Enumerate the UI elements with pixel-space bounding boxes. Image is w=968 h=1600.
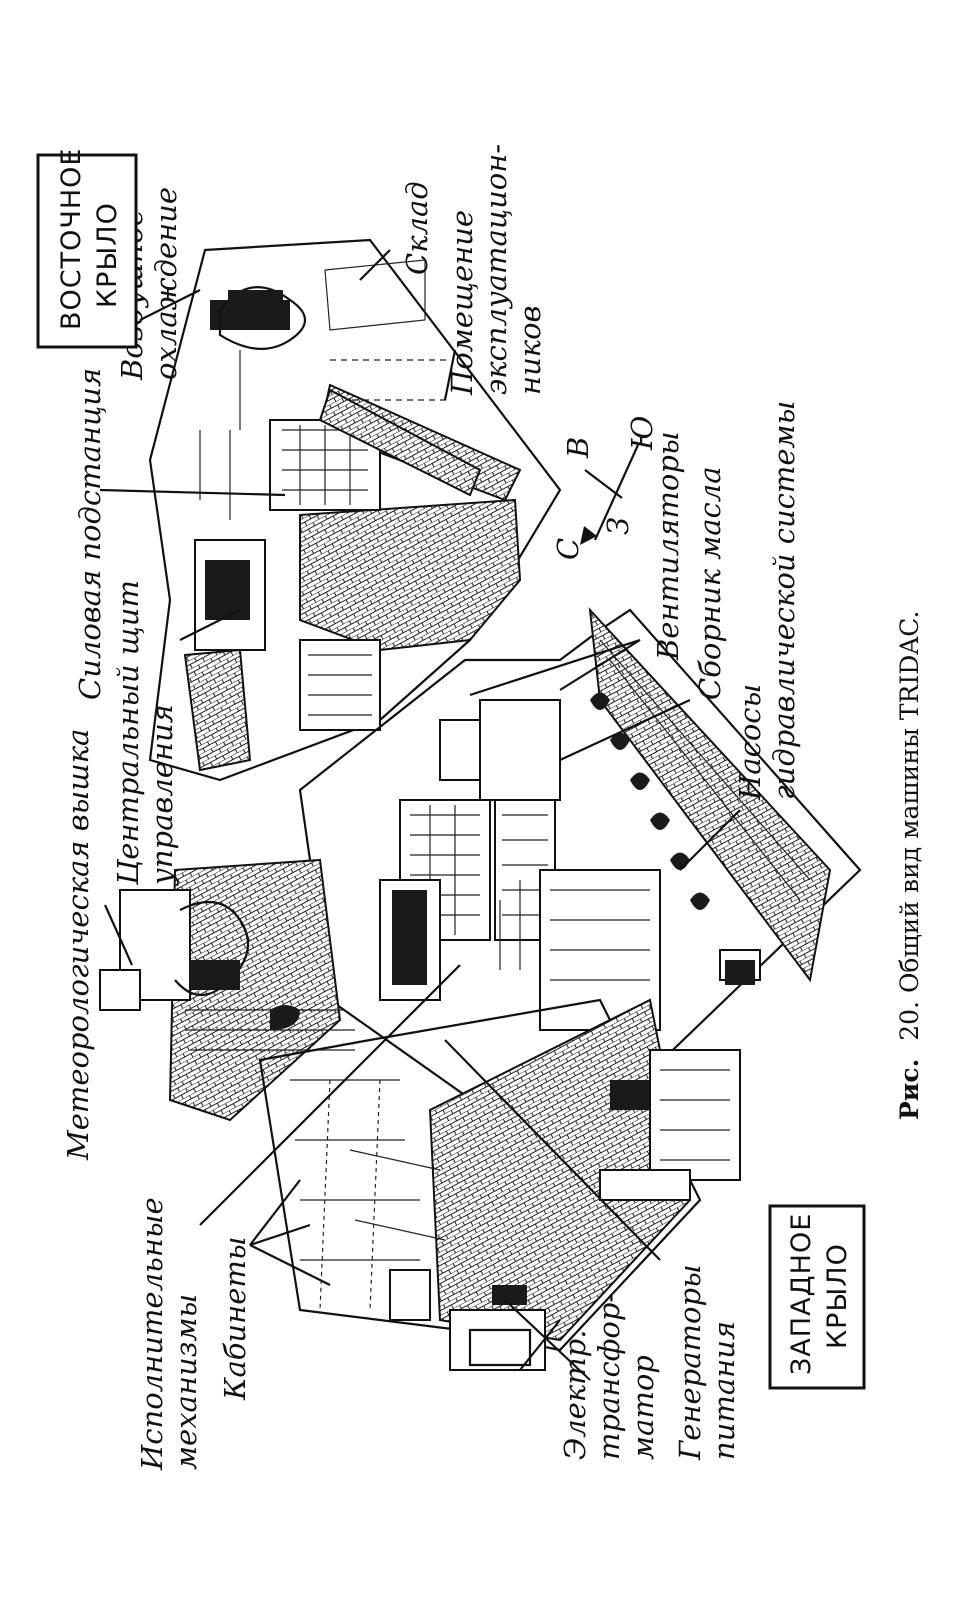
label-pumps-1: Насосы <box>733 684 767 801</box>
east-wing-building <box>148 238 562 782</box>
label-staff-rooms-2: эксплуатацион- <box>479 144 513 395</box>
compass-n: С <box>551 538 585 560</box>
label-actuators-2: механизмы <box>169 1294 203 1470</box>
label-warehouse: Склад <box>400 181 434 275</box>
label-air-cooling-2: охлаждение <box>149 187 183 380</box>
leader-lines <box>99 249 741 1381</box>
label-meteo: Метеорологическая вышка <box>61 729 95 1161</box>
label-pumps-2: гидравлической системы <box>767 401 801 800</box>
west-wing-building <box>258 998 741 1371</box>
label-offices: Кабинеты <box>218 1237 252 1402</box>
label-generators-1: Генераторы <box>673 1264 707 1461</box>
label-staff-rooms-1: Помещение <box>445 210 479 396</box>
label-central-panel-1: Центральный щит <box>111 580 145 886</box>
caption-text: 20. Общий вид машины TRIDAC. <box>895 611 924 1041</box>
compass-arrow-icon <box>580 526 597 545</box>
compass-s: Ю <box>625 415 659 451</box>
label-central-panel-2: управления <box>145 704 179 887</box>
callouts: Метеорологическая вышка Центральный щит … <box>61 144 801 1471</box>
label-oil-tank: Сборник масла <box>693 466 727 700</box>
label-staff-rooms-3: ников <box>513 306 547 395</box>
figure-caption: Рис. 20. Общий вид машины TRIDAC. <box>895 611 924 1121</box>
compass-w: З <box>601 517 635 535</box>
west-wing-line1: ЗАПАДНОЕ <box>786 1213 817 1375</box>
label-transformer-1: Электр. <box>558 1330 592 1460</box>
east-wing-line2: КРЫЛО <box>92 202 123 308</box>
caption-prefix: Рис. <box>895 1059 924 1120</box>
building-drawing <box>99 238 862 1371</box>
label-fans: Вентиляторы <box>651 431 685 661</box>
west-wing-line2: КРЫЛО <box>822 1243 853 1349</box>
svg-text:Рис. 20. Общий вид машин: Рис. 20. Общий вид машины TRIDAC. <box>895 611 924 1121</box>
east-wing-line1: ВОСТОЧНОЕ <box>56 148 87 331</box>
label-power-substation: Силовая подстанция <box>73 368 107 700</box>
pump-row <box>590 692 710 910</box>
compass-e: В <box>561 437 595 459</box>
label-transformer-2: трансфор- <box>592 1293 626 1460</box>
east-wing-box: ВОСТОЧНОЕ КРЫЛО <box>36 148 138 349</box>
label-transformer-3: матор <box>626 1355 660 1460</box>
compass-rose: С В Ю З <box>551 415 659 560</box>
west-wing-box: ЗАПАДНОЕ КРЫЛО <box>768 1204 866 1390</box>
label-actuators-1: Исполнительные <box>135 1197 169 1471</box>
meteo-tower <box>99 858 355 1122</box>
label-generators-2: питания <box>707 1321 741 1460</box>
